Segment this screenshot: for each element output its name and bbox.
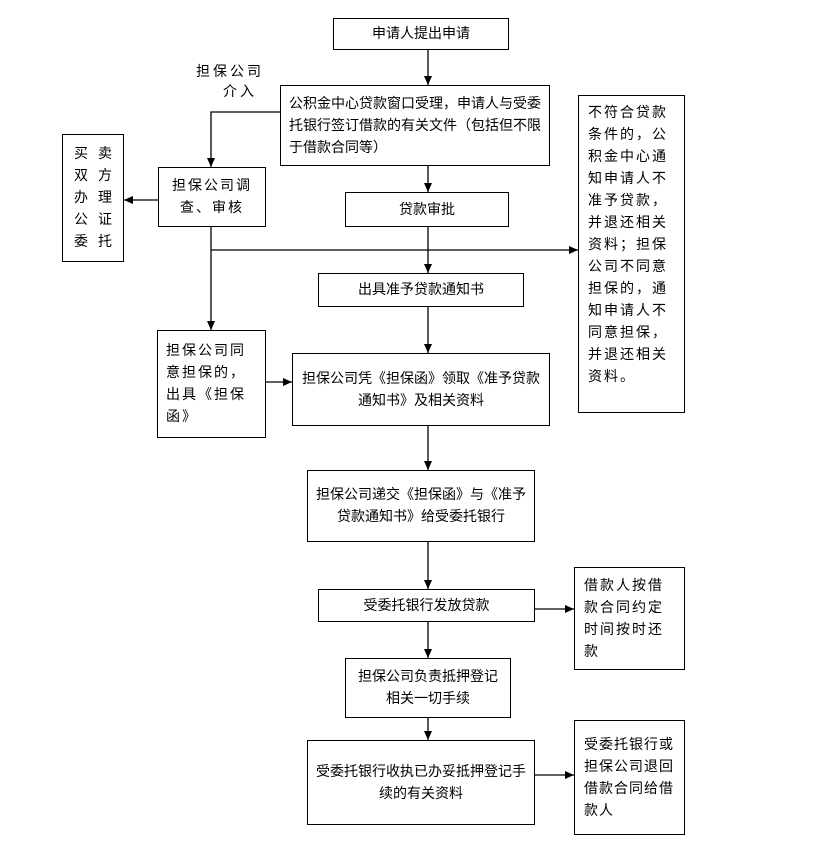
node-guarantee-agree: 担保公司同意担保的，出具《担保函》 [157,330,266,438]
node-bank-receive: 受委托银行收执已办妥抵押登记手续的有关资料 [307,740,535,825]
buyer-column: 买 双 办 公 委 [74,143,88,253]
node-submit-bank: 担保公司递交《担保函》与《准予贷款通知书》给受委托银行 [307,470,535,542]
char: 办 [74,190,88,206]
node-apply: 申请人提出申请 [333,18,509,50]
node-guarantee-investigate: 担保公司调查、审核 [158,167,266,227]
node-accept-sign: 公积金中心贷款窗口受理，申请人与受委托银行签订借款的有关文件（包括但不限于借款合… [280,85,550,166]
label-line-1: 担保公司 [196,64,264,80]
node-loan-approval: 贷款审批 [345,192,509,227]
char: 卖 [98,146,112,162]
char: 买 [74,146,88,162]
char: 方 [98,168,112,184]
node-mortgage-register: 担保公司负责抵押登记相关一切手续 [345,658,511,718]
char: 双 [74,168,88,184]
node-return-contract: 受委托银行或担保公司退回借款合同给借款人 [574,720,685,835]
node-buyer-seller-entrust: 卖 方 理 证 托 买 双 办 公 委 [62,134,124,262]
guarantee-intervene-label: 担保公司 介入 [185,62,275,102]
node-issue-loan: 受委托银行发放贷款 [318,589,535,622]
label-line-2: 介入 [223,84,257,100]
char: 理 [98,190,112,206]
node-issue-notice: 出具准予贷款通知书 [318,273,524,307]
char: 证 [98,212,112,228]
seller-column: 卖 方 理 证 托 [98,143,112,253]
arrow-n2-g1 [207,111,280,167]
char: 公 [74,212,88,228]
node-collect-notice: 担保公司凭《担保函》领取《准予贷款通知书》及相关资料 [292,353,550,426]
node-repay: 借款人按借款合同约定时间按时还款 [574,567,685,670]
node-rejection: 不符合贷款条件的，公积金中心通知申请人不准予贷款，并退还相关资料；担保公司不同意… [578,95,685,413]
char: 托 [98,234,112,250]
char: 委 [74,234,88,250]
